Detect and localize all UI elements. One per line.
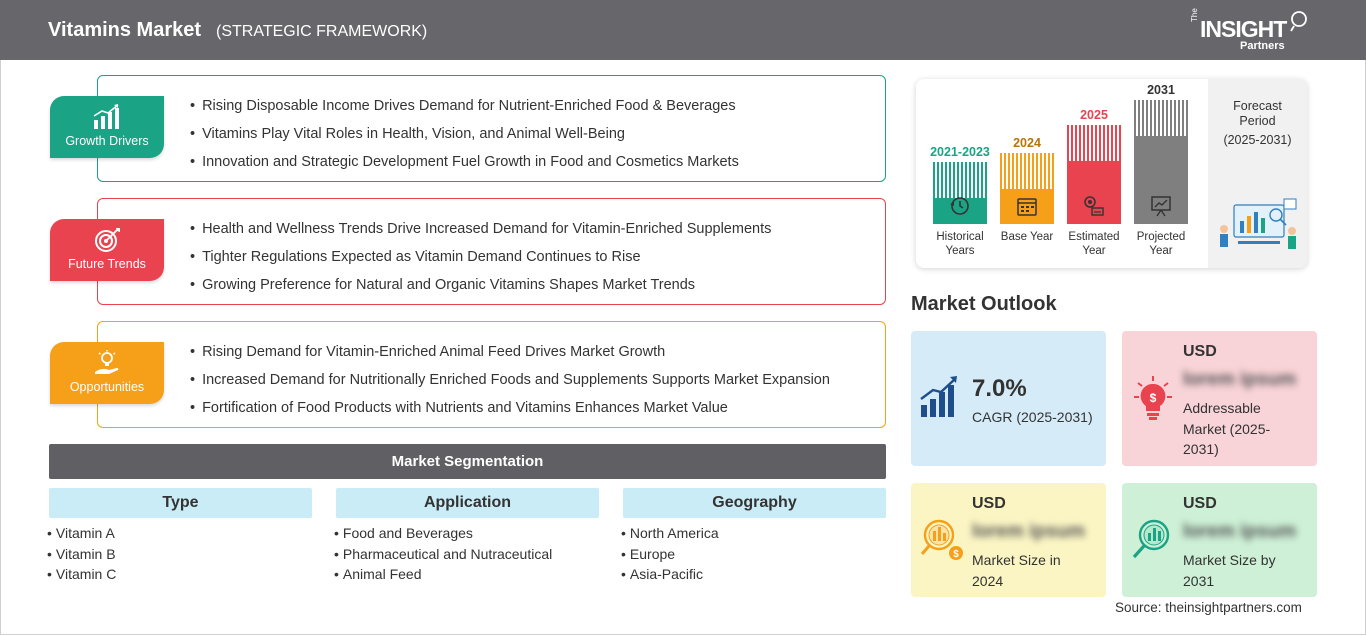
future-trends-list: Health and Wellness Trends Drive Increas… (190, 215, 771, 299)
currency-label: USD (972, 495, 1006, 512)
future-trends-label: Future Trends (68, 257, 146, 271)
timeline-bar (1000, 153, 1054, 224)
list-item: Food and Beverages (334, 523, 552, 544)
list-item: Innovation and Strategic Development Fue… (190, 148, 739, 176)
list-item: Fortification of Food Products with Nutr… (190, 394, 830, 422)
opportunities-label: Opportunities (69, 380, 145, 394)
list-item: Vitamin A (47, 523, 116, 544)
segment-heading-application: Application (336, 488, 599, 518)
timeline-bar (1067, 125, 1121, 224)
market-size-2031-card: USD lorem ipsum Market Size by 2031 (1122, 483, 1317, 597)
timeline-bar-fill (1067, 161, 1121, 224)
future-trends-badge: Future Trends (50, 219, 164, 281)
logo-the-text: The (1190, 8, 1199, 22)
growth-drivers-label: Growth Drivers (65, 134, 149, 148)
list-item: Rising Disposable Income Drives Demand f… (190, 92, 739, 120)
growth-drivers-list: Rising Disposable Income Drives Demand f… (190, 92, 739, 176)
forecast-title: Forecast Period (1233, 99, 1282, 128)
list-item: Growing Preference for Natural and Organ… (190, 271, 771, 299)
addressable-market-label: Addressable Market (2025-2031) (1183, 400, 1271, 457)
currency-label: USD (1183, 495, 1217, 512)
history-icon (950, 197, 969, 215)
segment-list-geography: North America Europe Asia-Pacific (621, 523, 719, 585)
market-size-2024-label: Market Size in 2024 (972, 552, 1061, 589)
future-trends-card: Health and Wellness Trends Drive Increas… (97, 198, 886, 305)
logo-insight-text: INSIGHT (1200, 16, 1287, 42)
list-item: Increased Demand for Nutritionally Enric… (190, 366, 830, 394)
timeline-year-label: 2025 (1080, 108, 1108, 122)
growth-drivers-card: Rising Disposable Income Drives Demand f… (97, 75, 886, 182)
forecast-range: (2025-2031) (1223, 133, 1292, 147)
opportunities-card: Rising Demand for Vitamin-Enriched Anima… (97, 321, 886, 428)
cagr-card: 7.0% CAGR (2025-2031) (911, 331, 1106, 466)
list-item: Vitamins Play Vital Roles in Health, Vis… (190, 120, 739, 148)
addressable-market-value: lorem ipsum (1183, 369, 1296, 390)
market-size-2024-card: USD lorem ipsum Market Size in 2024 $ (911, 483, 1106, 597)
list-item: Europe (621, 544, 719, 565)
timeline-bar (933, 162, 987, 224)
timeline-period-label: Base Year (1000, 231, 1054, 243)
timeline-period-label: Estimated Year (1068, 231, 1120, 257)
list-item: Health and Wellness Trends Drive Increas… (190, 215, 771, 243)
money-bulb-icon: $ (1134, 376, 1172, 420)
timeline-year-label: 2031 (1147, 83, 1175, 97)
idea-hand-icon (95, 350, 119, 374)
timeline-bar-stripes (1067, 125, 1121, 161)
insight-partners-logo[interactable]: The INSIGHT Partners (1190, 8, 1310, 54)
timeline-period-label: Projected Year (1136, 231, 1186, 257)
market-size-2031-value: lorem ipsum (1183, 521, 1296, 542)
list-item: Tighter Regulations Expected as Vitamin … (190, 243, 771, 271)
list-item: Asia-Pacific (621, 564, 719, 585)
opportunities-badge: Opportunities (50, 342, 164, 404)
forecast-period-panel: Forecast Period (2025-2031) (1208, 79, 1307, 268)
timeline-bar-stripes (1000, 153, 1054, 189)
currency-label: USD (1183, 343, 1217, 360)
segment-heading-geography: Geography (623, 488, 886, 518)
timeline-bar (1134, 100, 1188, 224)
analytics-people-icon (1220, 198, 1297, 249)
svg-text:$: $ (1150, 391, 1157, 405)
segment-list-application: Food and Beverages Pharmaceutical and Nu… (334, 523, 552, 585)
projection-icon (1151, 196, 1171, 217)
list-item: Animal Feed (334, 564, 552, 585)
estimate-icon (1084, 196, 1104, 216)
money-magnifier-icon: $ (920, 519, 963, 560)
source-note: Source: theinsightpartners.com (1115, 600, 1302, 615)
cagr-value: 7.0% (972, 375, 1027, 402)
market-size-2031-label: Market Size by 2031 (1183, 552, 1276, 589)
list-item: North America (621, 523, 719, 544)
target-icon (95, 228, 120, 252)
timeline-bar-stripes (933, 162, 987, 198)
list-item: Pharmaceutical and Nutraceutical (334, 544, 552, 565)
growth-drivers-badge: Growth Drivers (50, 96, 164, 158)
list-item: Rising Demand for Vitamin-Enriched Anima… (190, 338, 830, 366)
cagr-label: CAGR (2025-2031) (972, 409, 1093, 425)
calendar-icon (1017, 198, 1037, 216)
svg-text:$: $ (953, 549, 959, 560)
logo-magnifier-icon (1290, 11, 1307, 32)
addressable-market-card: USD lorem ipsum Addressable Market (2025… (1122, 331, 1317, 466)
list-item: Vitamin C (47, 564, 116, 585)
chart-magnifier-icon (1132, 519, 1170, 559)
growth-chart-icon (920, 376, 957, 417)
logo-partners-text: Partners (1240, 40, 1285, 52)
segment-list-type: Vitamin A Vitamin B Vitamin C (47, 523, 116, 585)
timeline-period-label: Historical Years (936, 231, 984, 257)
page-subtitle: (STRATEGIC FRAMEWORK) (216, 23, 428, 40)
opportunities-list: Rising Demand for Vitamin-Enriched Anima… (190, 338, 830, 422)
timeline-bar-stripes (1134, 100, 1188, 136)
segment-heading-type: Type (49, 488, 312, 518)
market-outlook-title: Market Outlook (911, 293, 1057, 315)
timeline-year-label: 2024 (1013, 136, 1041, 150)
page-title: Vitamins Market (48, 19, 202, 41)
growth-chart-icon (93, 104, 119, 129)
timeline-year-label: 2021-2023 (930, 145, 990, 159)
market-segmentation-header: Market Segmentation (49, 444, 886, 479)
header-bar: Vitamins Market (STRATEGIC FRAMEWORK) Th… (0, 0, 1366, 60)
market-size-2024-value: lorem ipsum (972, 521, 1085, 542)
list-item: Vitamin B (47, 544, 116, 565)
